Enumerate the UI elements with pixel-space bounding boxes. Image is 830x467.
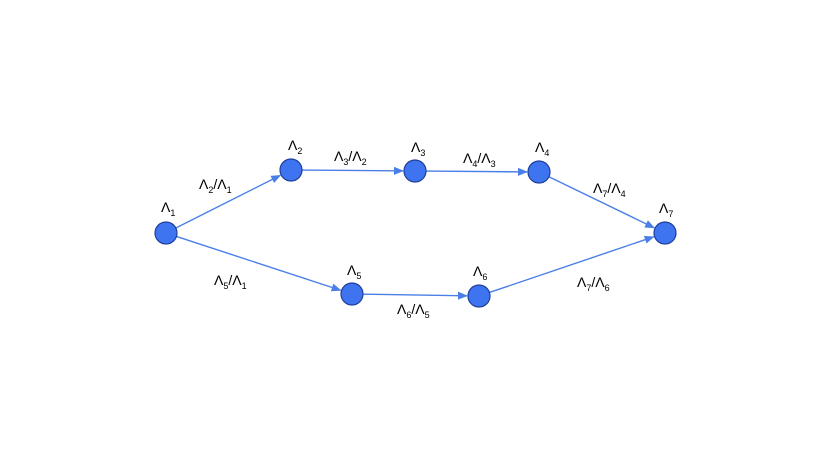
edge-label-e47: Λ7/Λ4 [593,180,626,199]
edge-arrow-e34 [425,167,529,176]
node-label-n3: Λ3 [411,139,425,158]
node-n5 [340,282,364,306]
node-label-n6: Λ6 [473,263,487,282]
edge-arrow-e12 [175,174,282,229]
node-n4 [527,160,551,184]
edge-label-e34: Λ4/Λ3 [463,150,496,169]
node-label-n2: Λ2 [288,137,302,156]
edge-arrow-e15 [176,235,342,292]
edge-label-e12: Λ2/Λ1 [199,176,232,195]
nodes-layer [154,158,677,308]
edge-label-e23: Λ3/Λ2 [334,148,367,167]
node-n1 [154,221,178,245]
edge-arrow-e56 [362,291,469,300]
node-label-n4: Λ4 [535,139,549,158]
edge-arrow-e67 [489,235,655,294]
edge-label-e15: Λ5/Λ1 [214,272,247,291]
edge-arrow-e47 [548,176,656,229]
node-n2 [279,158,303,182]
edge-label-e67: Λ7/Λ6 [577,274,610,293]
node-label-n5: Λ5 [347,262,361,281]
node-n3 [403,159,427,183]
edges-layer [175,166,656,300]
node-n7 [653,221,677,245]
edge-label-e56: Λ6/Λ5 [397,301,430,320]
edge-arrow-e23 [301,166,405,175]
node-label-n1: Λ1 [161,199,175,218]
node-label-n7: Λ7 [659,200,673,219]
node-n6 [467,284,491,308]
